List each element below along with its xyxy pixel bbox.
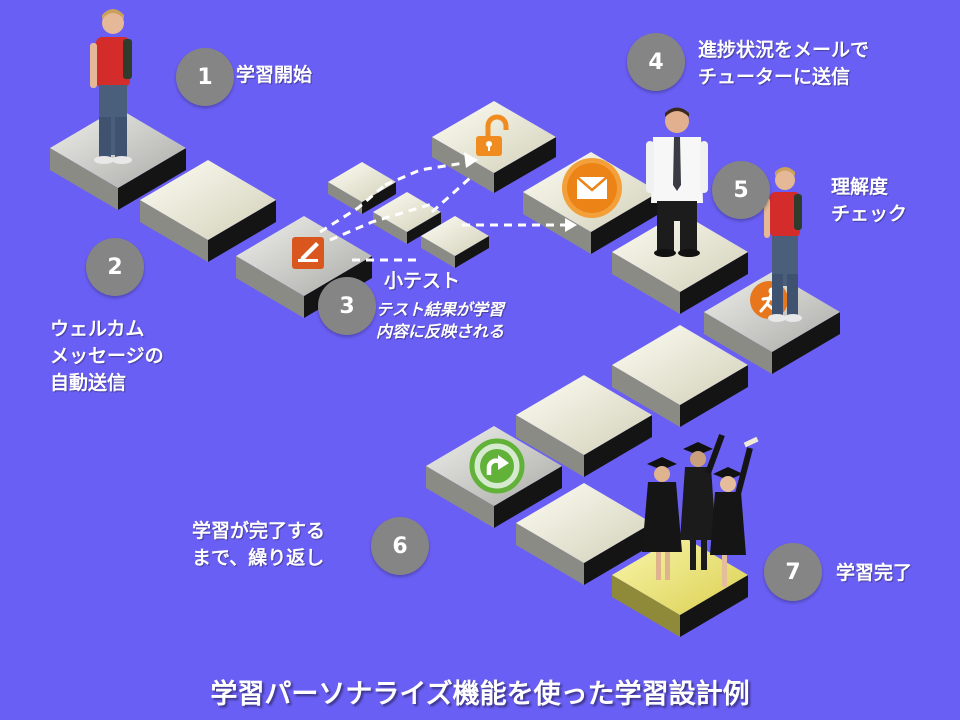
step-label-5: 理解度 チェック (831, 174, 907, 228)
text-line: チューターに送信 (698, 66, 851, 88)
text-line: チェック (831, 203, 908, 225)
step-label-4: 進捗状況をメールで チューターに送信 (698, 37, 869, 91)
step-badge-7: 7 (764, 543, 822, 601)
step-tile (516, 483, 652, 585)
text-line: 内容に反映される (376, 322, 505, 341)
step-badge-5: 5 (712, 161, 770, 219)
step-badge-1: 1 (176, 48, 234, 106)
step-tile (516, 375, 652, 477)
step-badge-2: 2 (86, 238, 144, 296)
step-badge-4: 4 (627, 33, 685, 91)
refresh-icon (469, 438, 525, 494)
diagram-title: 学習パーソナライズ機能を使った学習設計例 (210, 679, 750, 710)
step-tile (612, 325, 748, 427)
text-line: 理解度 (831, 176, 889, 198)
step-tile (421, 216, 489, 268)
text-line: 学習が完了する (192, 520, 326, 542)
text-line: 学習開始 (236, 64, 313, 86)
tutor-figure (646, 107, 708, 257)
text-line: メッセージの (50, 345, 164, 367)
step-tile (373, 192, 441, 244)
step-tile (523, 152, 659, 254)
text-line: テスト結果が学習 (376, 300, 505, 319)
text-line: まで、繰り返し (192, 547, 325, 569)
text-line: 自動送信 (50, 372, 127, 394)
text-line: 学習完了 (836, 562, 913, 584)
text-line: 進捗状況をメールで (698, 39, 870, 61)
step-tile (140, 160, 276, 262)
pencil-icon (292, 237, 324, 269)
step-label-3: 小テスト (384, 268, 460, 295)
step-badge-6: 6 (371, 517, 429, 575)
text-line: 小テスト (384, 270, 461, 292)
envelope-icon (562, 158, 622, 218)
student-figure-start (90, 9, 132, 164)
student-figure-check (764, 167, 802, 322)
graduates-figure (642, 433, 759, 587)
arrowhead (464, 152, 478, 168)
unlock-icon (476, 114, 509, 156)
step-label-2: ウェルカム メッセージの 自動送信 (50, 316, 164, 397)
arrowhead (565, 218, 577, 232)
step-label-1: 学習開始 (236, 62, 312, 89)
text-line: ウェルカム (50, 318, 145, 340)
dashed-connectors (319, 160, 570, 262)
step-badge-3: 3 (318, 277, 376, 335)
step-note-3: テスト結果が学習 内容に反映される (376, 299, 504, 343)
step-label-7: 学習完了 (836, 560, 912, 587)
step-label-6: 学習が完了する まで、繰り返し (192, 518, 325, 572)
